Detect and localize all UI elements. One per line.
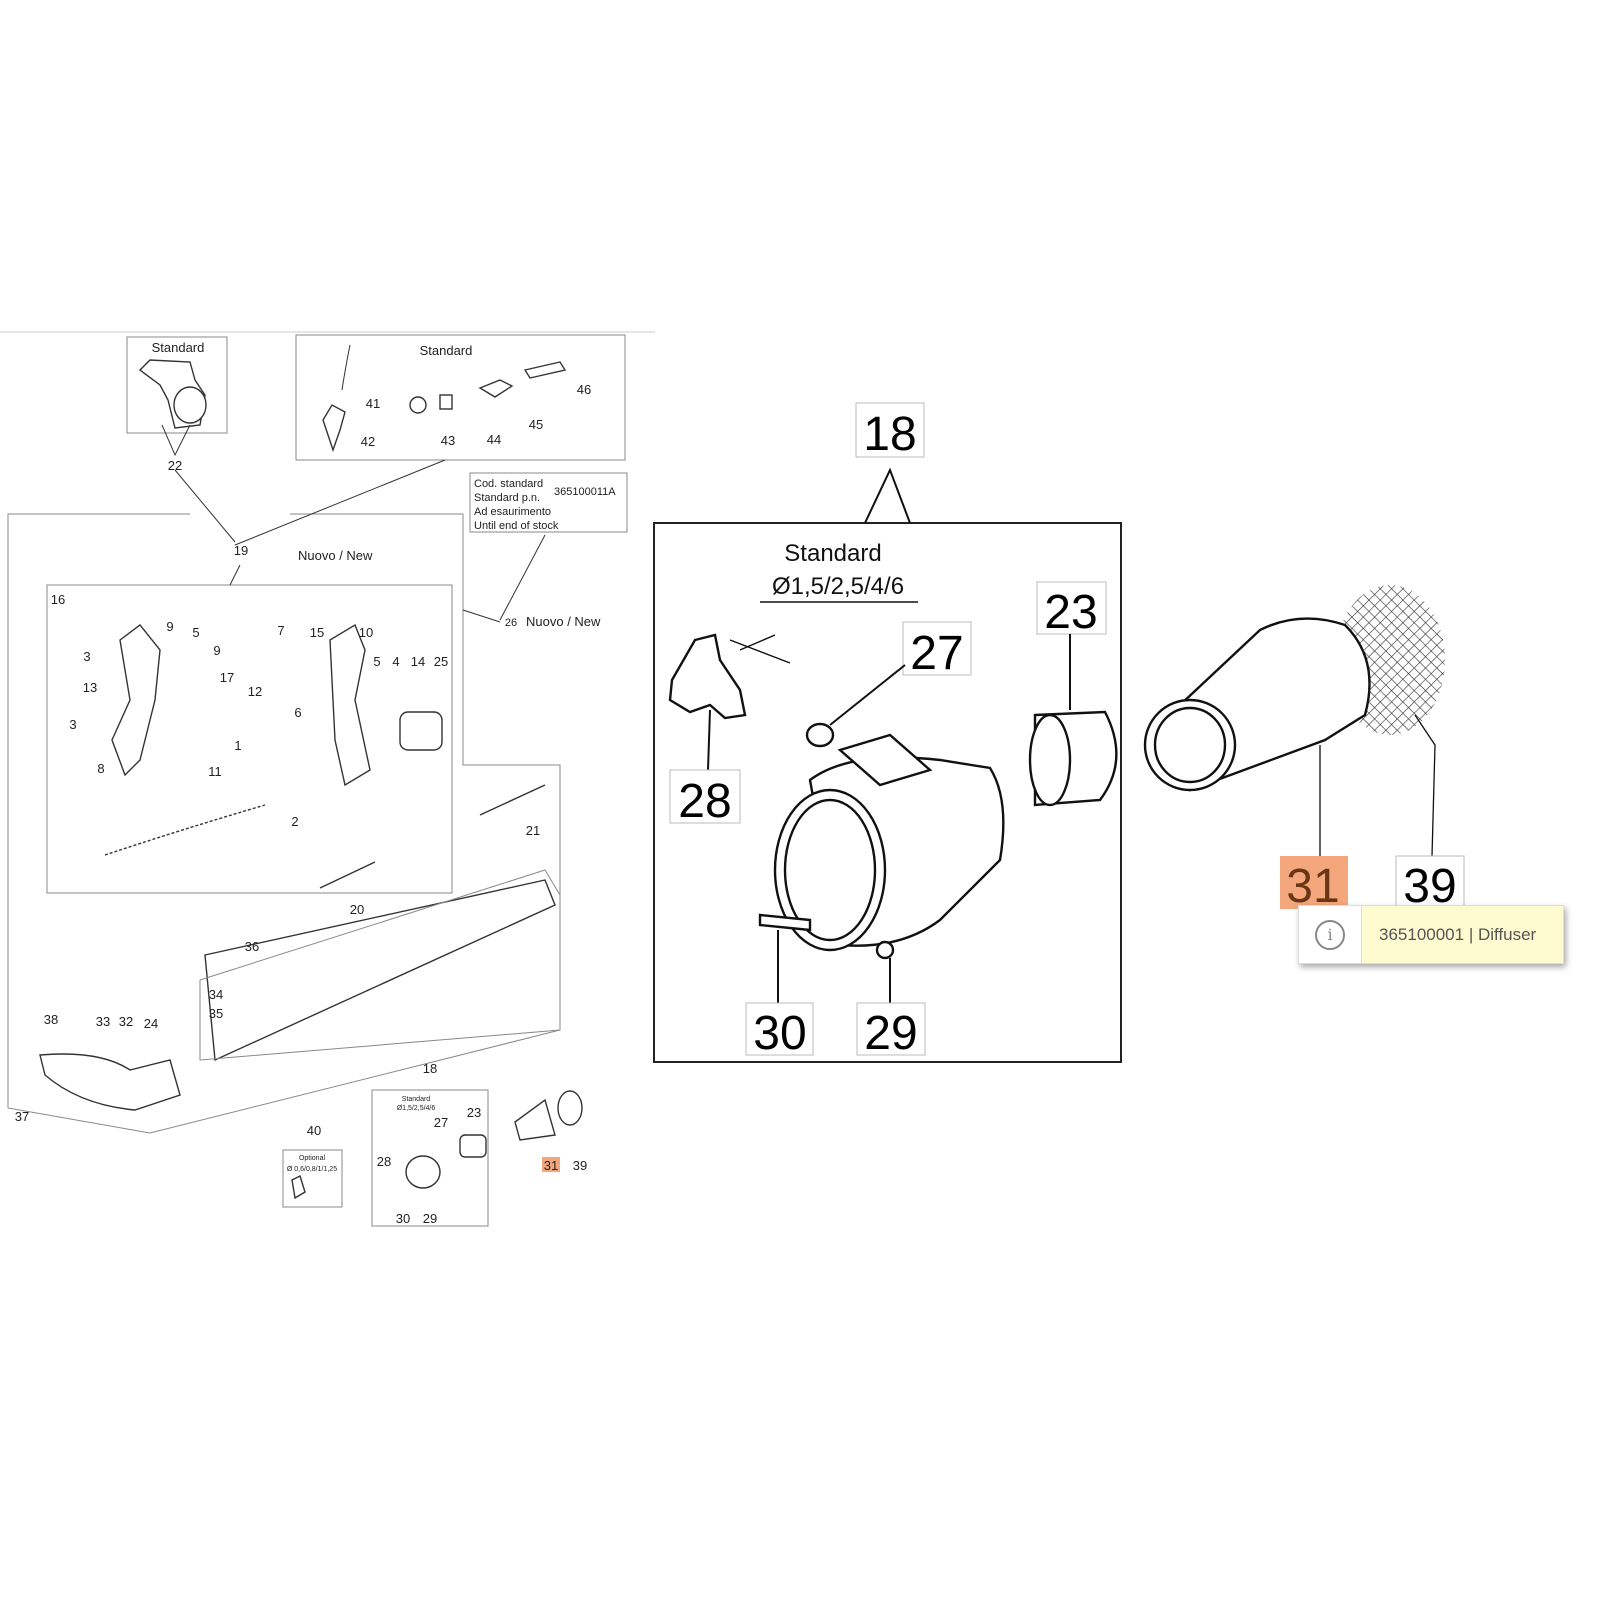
part-label[interactable]: 22 — [168, 458, 182, 473]
assembly-outline — [7, 513, 561, 1134]
part-label[interactable]: 37 — [15, 1109, 29, 1124]
optional-sizes: Ø 0,6/0,8/1/1,25 — [287, 1166, 337, 1173]
part-label[interactable]: 25 — [434, 654, 448, 669]
part-label[interactable]: 4 — [392, 654, 399, 669]
part-label[interactable]: 9 — [166, 619, 173, 634]
cod-line: Cod. standard — [474, 478, 543, 490]
part-label[interactable]: 44 — [487, 432, 501, 447]
part-label-31[interactable]: 31 — [1286, 860, 1339, 913]
part-label[interactable]: 15 — [310, 625, 324, 640]
info-icon: i — [1299, 906, 1362, 963]
part-label[interactable]: 7 — [277, 623, 284, 638]
part-label[interactable]: 9 — [213, 643, 220, 658]
part-label[interactable]: 14 — [411, 654, 425, 669]
part-label-29[interactable]: 29 — [864, 1007, 917, 1060]
cod-line: Until end of stock — [474, 520, 559, 532]
part-label-highlighted[interactable]: 31 — [544, 1158, 558, 1173]
part-label[interactable]: 5 — [192, 625, 199, 640]
overview-labels: 22 41 42 43 44 45 46 19 26 16 9 5 9 3 13… — [15, 382, 591, 1226]
part-label[interactable]: 28 — [377, 1154, 391, 1169]
part-label[interactable]: 2 — [291, 814, 298, 829]
part-label[interactable]: 42 — [361, 434, 375, 449]
part-label-30[interactable]: 30 — [753, 1007, 806, 1060]
part-label[interactable]: 8 — [97, 761, 104, 776]
tooltip-text: 365100001 | Diffuser — [1379, 924, 1537, 944]
cod-code: 365100011A — [554, 486, 616, 498]
standard-box-1 — [126, 336, 228, 434]
part-label-18[interactable]: 18 — [863, 408, 916, 461]
knob-part-28 — [668, 633, 747, 720]
part-label[interactable]: 3 — [83, 649, 90, 664]
part-label[interactable]: 27 — [434, 1115, 448, 1130]
standard-box-2 — [295, 334, 626, 461]
highlight — [1280, 856, 1348, 909]
part-tooltip: i 365100001 | Diffuser — [1298, 905, 1564, 964]
part-label[interactable]: 13 — [83, 680, 97, 695]
part-label[interactable]: 19 — [234, 543, 248, 558]
part-label[interactable]: 35 — [209, 1006, 223, 1021]
standard-sizes: Ø1,5/2,5/4/6 — [397, 1105, 436, 1112]
optional-label: Optional — [299, 1155, 326, 1162]
part-label[interactable]: 12 — [248, 684, 262, 699]
part-label[interactable]: 26 — [505, 617, 517, 629]
part-label-23[interactable]: 23 — [1044, 586, 1097, 639]
standard-label: Standard — [784, 540, 881, 567]
part-label[interactable]: 16 — [51, 592, 65, 607]
part-label[interactable]: 46 — [577, 382, 591, 397]
standard-label: Standard — [152, 340, 205, 355]
part-label[interactable]: 3 — [69, 717, 76, 732]
optional-box — [282, 1149, 343, 1208]
cod-line: Ad esaurimento — [474, 506, 551, 518]
part-label[interactable]: 43 — [441, 433, 455, 448]
part-label[interactable]: 20 — [350, 902, 364, 917]
part-label[interactable]: 33 — [96, 1014, 110, 1029]
part-label[interactable]: 32 — [119, 1014, 133, 1029]
part-label[interactable]: 24 — [144, 1016, 158, 1031]
part-label[interactable]: 39 — [573, 1158, 587, 1173]
handle-box — [46, 584, 453, 894]
part-label[interactable]: 29 — [423, 1211, 437, 1226]
part-label[interactable]: 23 — [467, 1105, 481, 1120]
standard-label: Standard — [420, 343, 473, 358]
part-label[interactable]: 30 — [396, 1211, 410, 1226]
part-label[interactable]: 40 — [307, 1123, 321, 1138]
sizes-label: Ø1,5/2,5/4/6 — [772, 573, 904, 600]
overview-diagram: Standard Standard Cod. standard Standard… — [7, 334, 628, 1227]
part-label[interactable]: 18 — [423, 1061, 437, 1076]
nuovo-new-label: Nuovo / New — [526, 614, 601, 629]
part-label[interactable]: 5 — [373, 654, 380, 669]
cod-standard-box — [469, 472, 628, 533]
part-label[interactable]: 36 — [245, 939, 259, 954]
part-label[interactable]: 10 — [359, 625, 373, 640]
part-label[interactable]: 45 — [529, 417, 543, 432]
part-label[interactable]: 41 — [366, 396, 380, 411]
detail-diagram: 18 Standard Ø1,5/2,5/4/6 28 27 30 29 23 … — [653, 402, 1465, 1063]
part-label[interactable]: 38 — [44, 1012, 58, 1027]
part-label[interactable]: 1 — [234, 738, 241, 753]
part-label-28[interactable]: 28 — [678, 775, 731, 828]
part-label[interactable]: 17 — [220, 670, 234, 685]
part-label-27[interactable]: 27 — [910, 627, 963, 680]
nuovo-new-label: Nuovo / New — [298, 548, 373, 563]
group-18-box — [653, 522, 1122, 1063]
part-label[interactable]: 6 — [294, 705, 301, 720]
standard-label: Standard — [402, 1096, 431, 1103]
cod-line: Standard p.n. — [474, 492, 540, 504]
part-label[interactable]: 11 — [208, 764, 222, 779]
part-label-39[interactable]: 39 — [1403, 860, 1456, 913]
part-label[interactable]: 34 — [209, 987, 223, 1002]
standard-box-small — [371, 1089, 489, 1227]
part-label[interactable]: 21 — [526, 823, 540, 838]
